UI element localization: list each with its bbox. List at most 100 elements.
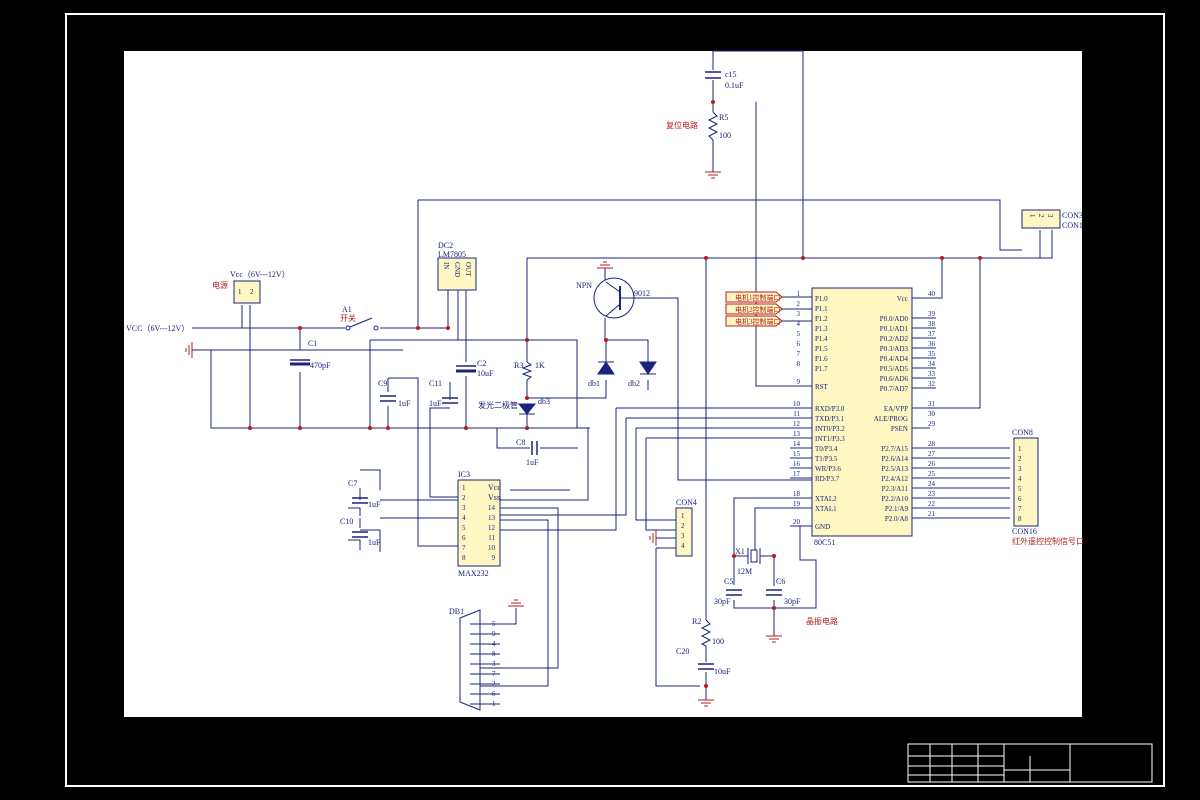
- max232-body: [457, 479, 501, 567]
- drawing-border: [65, 13, 1165, 787]
- mcu-pin-label: P0.0/AD0: [880, 315, 909, 323]
- mcu-pin-number: 13: [793, 430, 801, 438]
- mcu-pin-number: 4: [797, 320, 801, 328]
- con8-pin-number: 6: [1018, 495, 1022, 503]
- mcu-pin-number: 11: [793, 410, 800, 418]
- con4-body: [675, 507, 693, 557]
- mcu-pin-number: 3: [797, 310, 801, 318]
- max232-pin-number: 6: [462, 534, 466, 542]
- con4-pin-number: 2: [681, 522, 685, 530]
- c1-value: 470pF: [310, 361, 331, 370]
- mcu-pin-number: 24: [928, 480, 936, 488]
- power-conn-pin1: 1: [238, 288, 242, 296]
- con8-pin-number: 2: [1018, 455, 1022, 463]
- db1-label: db1: [588, 379, 600, 388]
- mcu-pin-number: 38: [928, 320, 936, 328]
- r5-value: 100: [719, 131, 731, 140]
- mcu-pin-number: 35: [928, 350, 936, 358]
- max232-pin-number: 14: [488, 504, 496, 512]
- con8-pin-number: 8: [1018, 515, 1022, 523]
- mcu-pin-number: 25: [928, 470, 936, 478]
- db9-ref: DB1: [449, 607, 464, 616]
- mcu-pin-number: 18: [793, 490, 801, 498]
- c20-ref: C20: [676, 647, 689, 656]
- con8-body: [1013, 437, 1039, 527]
- c2-ref: C2: [477, 359, 486, 368]
- con3-pin-number: 3: [1046, 214, 1054, 218]
- reg-pin-out: OUT: [464, 262, 472, 277]
- regulator-ref: DC2: [438, 241, 453, 250]
- c2-value: 10uF: [477, 369, 494, 378]
- mcu-pin-number: 22: [928, 500, 936, 508]
- c15-value: 0.1uF: [725, 81, 744, 90]
- reset-circuit-label: 复位电路: [666, 120, 698, 130]
- c7-value: 1uF: [368, 500, 381, 509]
- mcu-pin-number: 37: [928, 330, 936, 338]
- diode-symbols: [517, 361, 657, 415]
- c6-value: 30pF: [784, 597, 801, 606]
- con8-pin-number: 7: [1018, 505, 1022, 513]
- c11-value: 1uF: [429, 399, 442, 408]
- mcu-pin-number: 23: [928, 490, 936, 498]
- mcu-pin-label: XTAL1: [815, 505, 837, 513]
- mcu-pin-label: RD/P3.7: [815, 475, 840, 483]
- regulator-lm7805: [437, 257, 477, 291]
- c6-ref: C6: [776, 577, 785, 586]
- motor2-port-label: 电机2控制端口: [735, 305, 781, 314]
- mcu-pin-number: 30: [928, 410, 936, 418]
- mcu-pin-label: P0.5/AD5: [880, 365, 909, 373]
- switch-label: 开关: [340, 313, 356, 323]
- switch-symbol: [345, 317, 379, 331]
- power-source-label: 电源: [212, 280, 228, 290]
- vcc-input-label: VCC（6V---12V）: [126, 324, 189, 333]
- mcu-pin-label: P1.1: [815, 305, 828, 313]
- mcu-pin-label: P1.5: [815, 345, 828, 353]
- mcu-pin-number: 10: [793, 400, 801, 408]
- mcu-pin-label: INT0/P3.2: [815, 425, 845, 433]
- con3-pin-number: 2: [1037, 214, 1045, 218]
- con3-body: [1021, 209, 1061, 229]
- mcu-pin-label: XTAL2: [815, 495, 837, 503]
- db9-pins: 594837261: [470, 620, 500, 708]
- mcu-pin-label: P0.2/AD2: [880, 335, 909, 343]
- c5-value: 30pF: [714, 597, 731, 606]
- mcu-pin-label: T1/P3.5: [815, 455, 838, 463]
- max232-pin-number: 11: [488, 534, 495, 542]
- max232-vcc: Vcc: [488, 483, 501, 492]
- capacitors: [290, 71, 782, 670]
- mcu-pin-label: P1.0: [815, 295, 828, 303]
- c1-ref: C1: [308, 339, 317, 348]
- mcu-pin-label: P2.5/A13: [881, 465, 908, 473]
- crystal-symbol: [747, 548, 761, 564]
- max232-pin-number: 7: [462, 544, 466, 552]
- mcu-pin-number: 15: [793, 450, 801, 458]
- con3-ref: CON3: [1062, 211, 1083, 220]
- con4-pin-number: 1: [681, 512, 685, 520]
- mcu-pin-label: GND: [815, 523, 830, 531]
- mcu-pin-number: 26: [928, 460, 936, 468]
- transistor-type: NPN: [576, 281, 592, 290]
- mcu-pin-label: PSEN: [891, 425, 908, 433]
- reg-pin-gnd: GND: [453, 262, 461, 277]
- mcu-pin-label: WR/P3.6: [815, 465, 841, 473]
- max232-pin-number: 10: [488, 544, 496, 552]
- mcu-pin-label: P0.1/AD1: [880, 325, 909, 333]
- ground-symbols: [185, 171, 782, 707]
- mcu-pin-number: 27: [928, 450, 936, 458]
- switch-ref: A1: [342, 305, 352, 314]
- led-label: 发光二极管: [478, 400, 518, 410]
- mcu-pin-number: 9: [797, 378, 801, 386]
- vcc-range-label: Vcc（6V---12V）: [230, 270, 290, 279]
- mcu-pin-number: 20: [793, 518, 801, 526]
- mcu-pin-number: 29: [928, 420, 936, 428]
- con8-pin-number: 1: [1018, 445, 1022, 453]
- power-connector: [233, 280, 261, 304]
- motor3-port-label: 电机3控制端口: [735, 317, 781, 326]
- mcu-pin-label: TXD/P3.1: [815, 415, 844, 423]
- mcu-pin-label: P0.7/AD7: [880, 385, 909, 393]
- motor-port-flags: [725, 291, 812, 327]
- mcu-pin-number: 16: [793, 460, 801, 468]
- resistors: [521, 111, 719, 647]
- max232-pin-number: 8: [462, 554, 466, 562]
